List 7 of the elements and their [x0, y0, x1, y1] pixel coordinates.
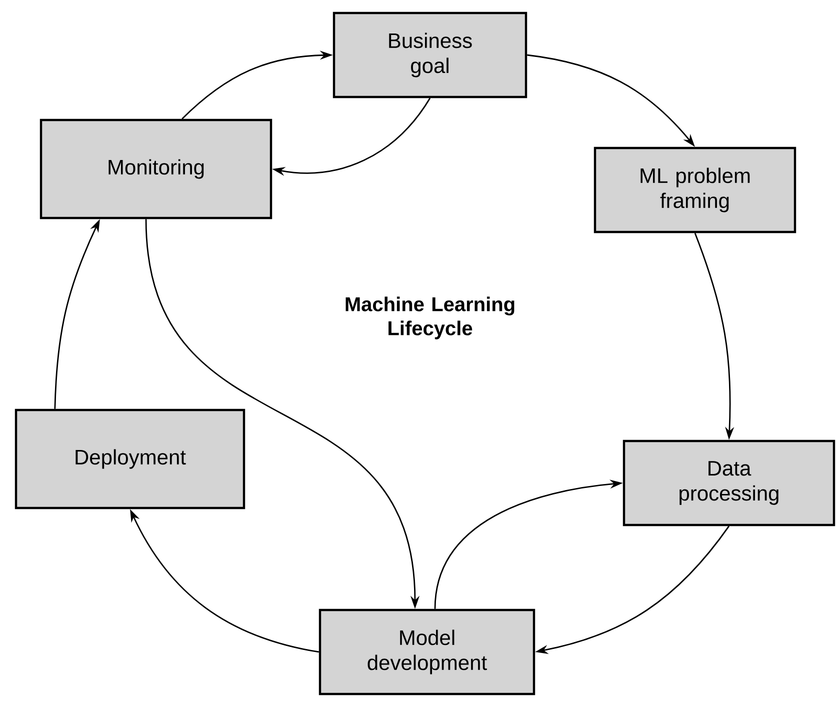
diagram-title: Machine Learning Lifecycle — [346, 296, 514, 340]
process-box: Model development — [318, 608, 536, 696]
process-box: Business goal — [332, 12, 528, 98]
process-box: ML problem framing — [594, 146, 796, 234]
process-box: Deployment — [14, 408, 246, 510]
process-box: Monitoring — [40, 118, 272, 220]
process-box: Data processing — [622, 440, 836, 526]
